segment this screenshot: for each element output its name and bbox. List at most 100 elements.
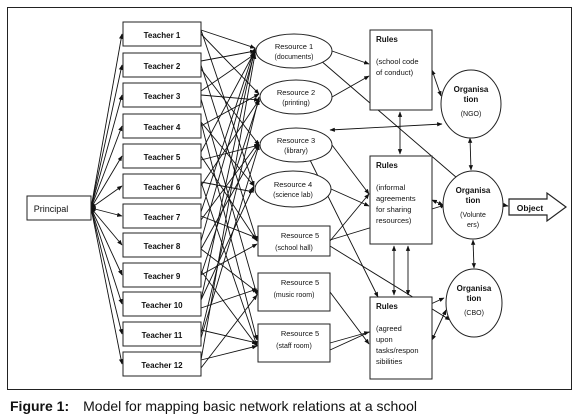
teacher-label: Teacher 2	[144, 62, 181, 71]
organisation-label: Organisa	[457, 284, 492, 293]
connector-arrow	[200, 47, 256, 213]
teacher-node	[122, 82, 202, 108]
rules-line: resources)	[376, 216, 412, 225]
connector-arrow	[431, 199, 444, 206]
resource-node	[254, 170, 332, 208]
principal-node	[26, 195, 92, 221]
connector-arrow	[89, 207, 124, 365]
rules-title: Rules	[376, 161, 398, 170]
rules-line: of conduct)	[376, 68, 414, 77]
resource-sub: (documents)	[275, 54, 314, 61]
connector-arrow	[200, 99, 260, 276]
connector-arrow	[200, 98, 258, 296]
rules-title: Rules	[376, 302, 398, 311]
organisation-sub: (Volunte	[460, 212, 486, 219]
resource-node	[255, 33, 333, 69]
connector-arrow	[200, 215, 258, 239]
connector-arrow	[329, 291, 370, 345]
rules-line: tasks/respon	[376, 346, 419, 355]
resource-name: Resource 5	[281, 231, 319, 240]
organisation-node	[445, 268, 503, 338]
teacher-label: Teacher 1	[144, 31, 181, 40]
resource-sub: (library)	[284, 148, 308, 155]
organisation-label: Organisa	[456, 186, 491, 195]
connector-arrow	[502, 202, 509, 208]
connector-arrow	[330, 188, 370, 207]
resource-name: Resource 1	[275, 42, 313, 51]
organisation-node	[442, 170, 504, 240]
organisation-sub: ers)	[467, 222, 479, 229]
connector-arrow	[431, 309, 447, 341]
organisation-label: Organisa	[454, 85, 489, 94]
teacher-label: Teacher 7	[144, 213, 181, 222]
rules-line: (school code	[376, 57, 419, 66]
connector-arrow	[90, 207, 123, 276]
caption-text: Model for mapping basic network relation…	[83, 398, 417, 414]
resource-node	[257, 323, 331, 363]
connector-arrow	[471, 239, 476, 269]
object-label: Object	[517, 203, 544, 213]
connector-arrow	[200, 121, 255, 187]
teacher-node	[122, 203, 202, 229]
connector-arrow	[467, 137, 474, 171]
resource-sub: (science lab)	[273, 192, 313, 199]
teacher-node	[122, 113, 202, 139]
connector-arrow	[200, 329, 258, 345]
connector-arrow	[200, 47, 257, 301]
rules-line: upon	[376, 335, 393, 344]
teacher-node	[122, 143, 202, 169]
connector-arrow	[90, 94, 123, 209]
rules-line: (agreed	[376, 324, 402, 333]
connector-arrow	[329, 193, 370, 242]
resource-name: Resource 4	[274, 180, 312, 189]
resource-node	[257, 225, 331, 257]
connector-arrow	[200, 29, 256, 49]
connector-arrow	[200, 50, 256, 153]
organisation-label: tion	[464, 95, 479, 104]
connector-arrow	[329, 122, 443, 132]
resource-name: Resource 3	[277, 136, 315, 145]
teacher-label: Teacher 4	[144, 123, 181, 132]
rules-line: (informal	[376, 183, 406, 192]
teacher-node	[122, 232, 202, 258]
connector-arrow	[331, 50, 370, 65]
connector-arrow	[90, 207, 123, 217]
connector-arrow	[90, 207, 123, 305]
rules-node	[369, 296, 433, 380]
resource-sub: (school hall)	[275, 245, 313, 252]
organisation-node	[440, 69, 502, 139]
connector-arrow	[200, 294, 258, 369]
connector-arrow	[200, 53, 256, 92]
connector-arrow	[200, 345, 258, 361]
connector-arrow	[200, 144, 260, 161]
teacher-node	[122, 291, 202, 317]
rules-line: agreements	[376, 194, 416, 203]
connector-arrow	[200, 270, 258, 347]
connector-arrow	[200, 50, 256, 242]
principal-label: Principal	[34, 204, 69, 214]
teacher-node	[122, 173, 202, 199]
rules-line: sibilities	[376, 357, 403, 366]
resource-sub: (printing)	[282, 100, 310, 107]
connector-arrow	[200, 96, 260, 335]
teacher-label: Teacher 12	[141, 361, 183, 370]
figure-caption: Figure 1:Model for mapping basic network…	[10, 398, 575, 416]
connector-arrow	[200, 99, 260, 187]
connector-arrow	[200, 29, 255, 187]
resource-name: Resource 5	[281, 278, 319, 287]
connector-arrow	[89, 64, 124, 209]
teacher-node	[122, 52, 202, 78]
teacher-label: Teacher 11	[142, 331, 183, 340]
connector-arrow	[200, 49, 256, 62]
teacher-label: Teacher 5	[144, 153, 181, 162]
teacher-label: Teacher 6	[144, 183, 181, 192]
connector-arrow	[200, 93, 260, 127]
resource-sub: (music room)	[274, 292, 315, 299]
resource-node	[257, 272, 331, 312]
resource-sub: (staff room)	[276, 343, 312, 350]
organisation-sub: (CBO)	[464, 310, 484, 317]
object-arrow	[508, 191, 568, 223]
